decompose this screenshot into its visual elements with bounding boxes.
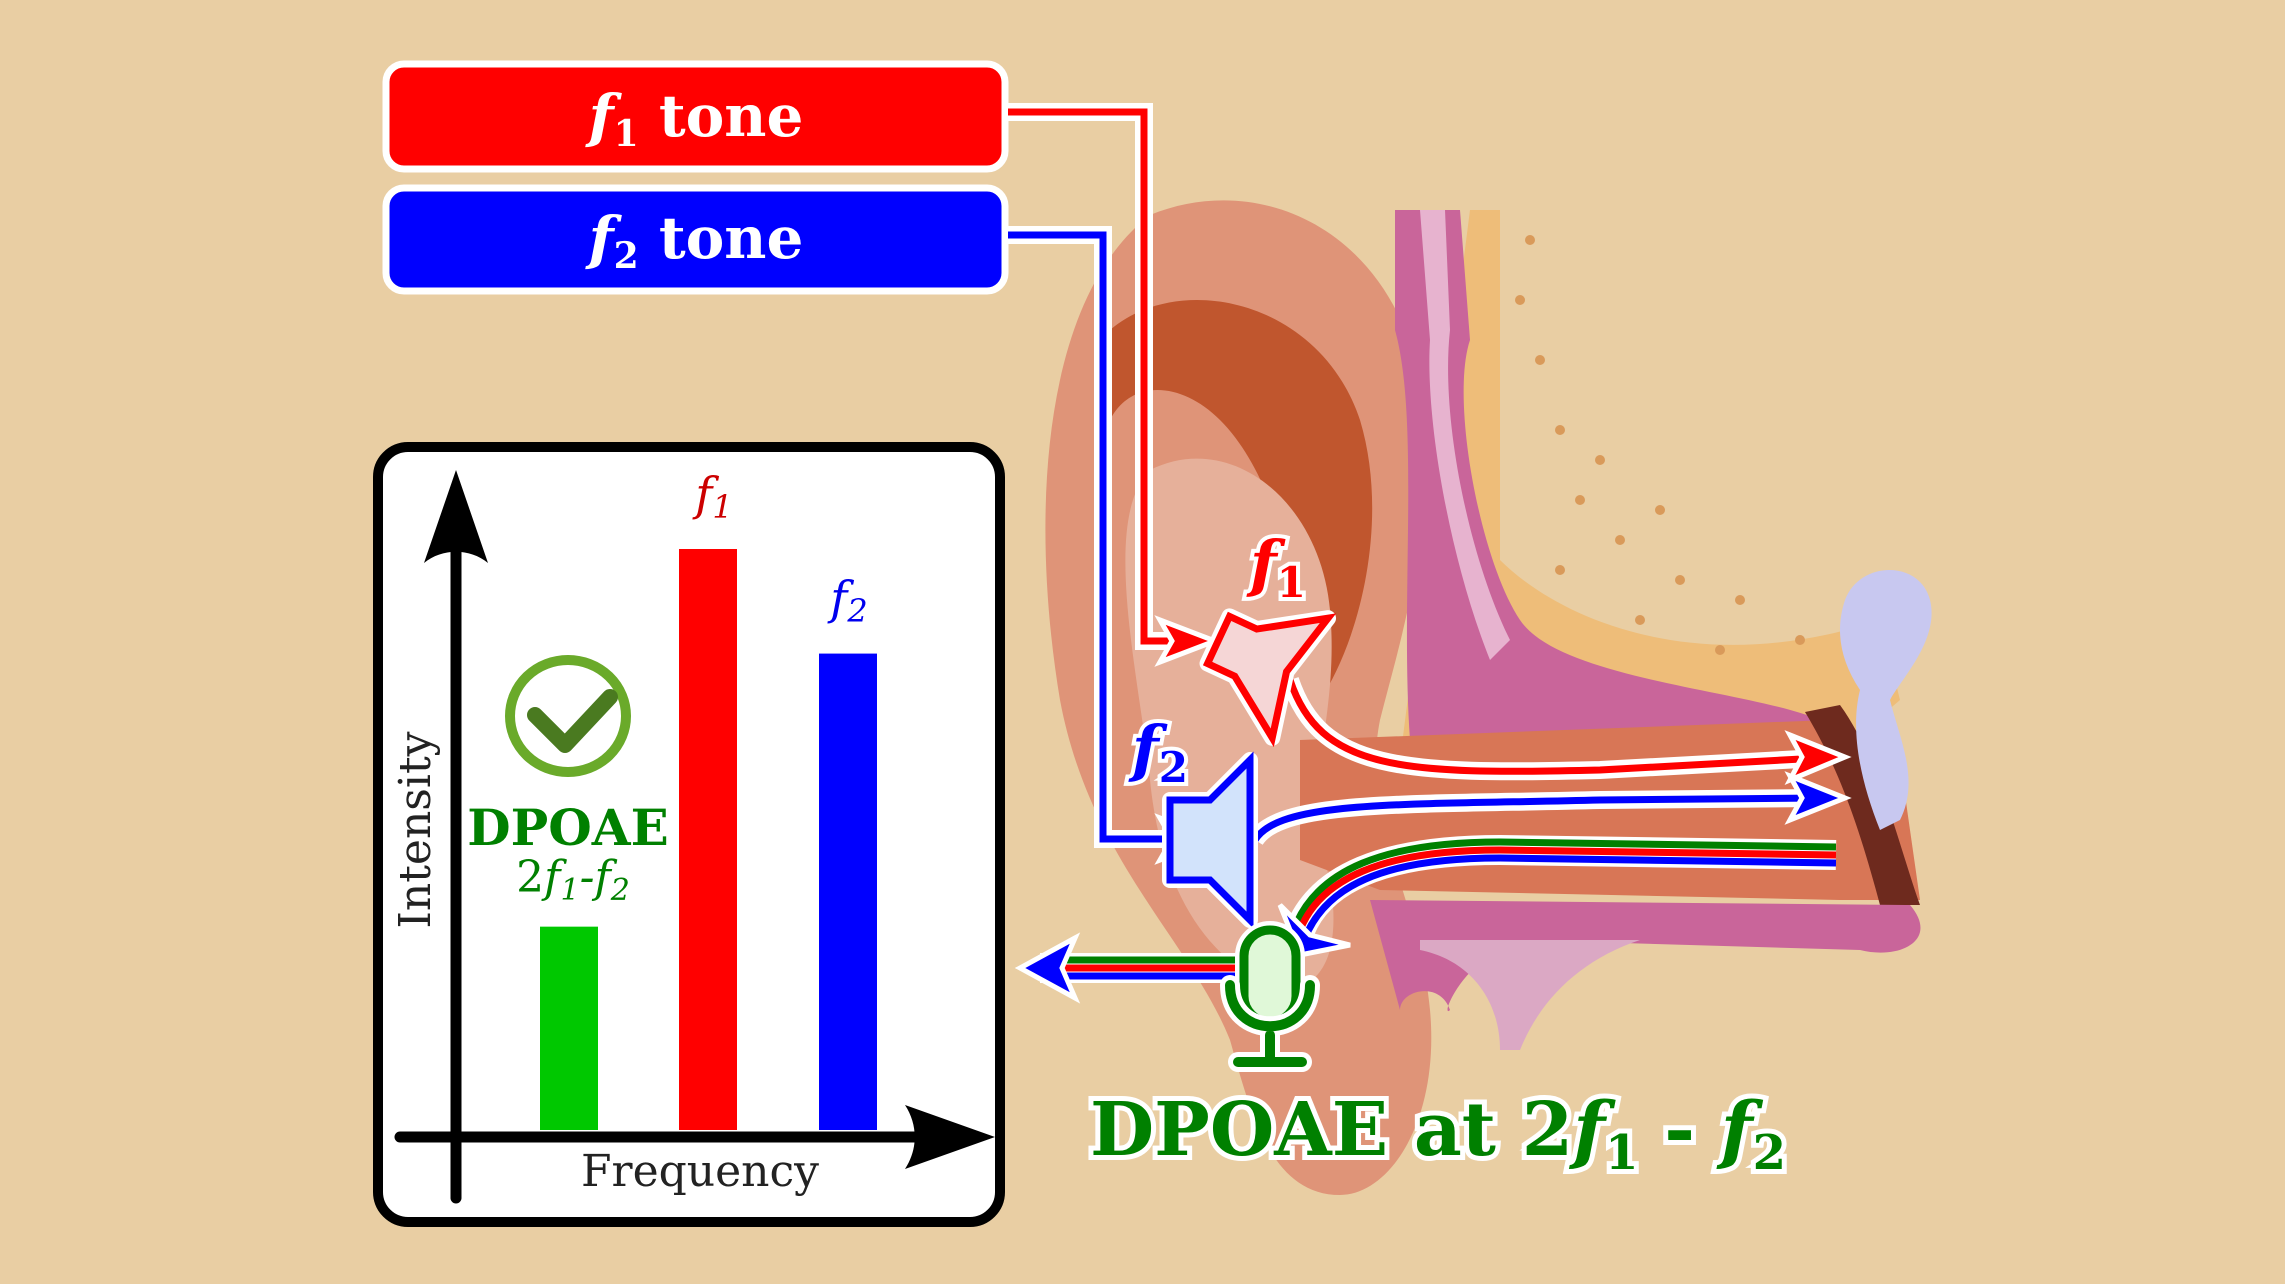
skin-highlight — [1420, 210, 1510, 660]
y-axis-arrowhead — [424, 470, 488, 563]
ear-f1-sub: 1 — [1277, 558, 1306, 607]
dpoae-f2-sub: 2 — [1753, 1125, 1786, 1181]
bar-label-dpoae: 2f1-f2 — [516, 852, 630, 908]
skin-layer — [1395, 210, 1830, 740]
f2-tone-label: tone — [659, 204, 804, 272]
bar-2f1-f2 — [540, 926, 598, 1130]
speaker-f2-icon — [1162, 751, 1258, 929]
dpoae-at-label: DPOAE at 2f1 - f2 — [1090, 1087, 1786, 1181]
ear-illustration — [1045, 200, 1932, 1195]
f1-sub: 1 — [614, 113, 639, 155]
bar-f1 — [679, 549, 737, 1130]
bar-f2 — [819, 653, 877, 1130]
lower-tissue — [1420, 940, 1640, 1050]
bar-label-f1: f1 — [692, 467, 732, 526]
f1-tone-box: f1 tone — [382, 60, 1009, 173]
arrow-f2-canal — [1784, 771, 1852, 825]
svg-text:f2 tone: f2 tone — [585, 204, 804, 277]
dpoae-annotation: DPOAE — [467, 798, 668, 857]
temporal-bone — [1400, 210, 1900, 760]
arrow-f1-in — [1154, 615, 1223, 667]
signal-paths — [1008, 103, 1837, 983]
f1-tone-label: tone — [659, 82, 804, 150]
y-axis-label: Intensity — [390, 731, 441, 928]
ear-f2-sub: 2 — [1159, 743, 1188, 792]
bar-label-f2: f2 — [827, 571, 867, 630]
dpoae-minus: - — [1639, 1087, 1721, 1173]
dpoae-f1-sub: 1 — [1605, 1125, 1638, 1181]
microphone-icon — [1220, 921, 1320, 1072]
lower-canal-wall — [1370, 900, 1921, 1012]
x-axis-arrowhead — [905, 1105, 995, 1169]
x-axis-label: Frequency — [581, 1146, 819, 1197]
dpoae-prefix: DPOAE at 2 — [1090, 1087, 1573, 1173]
arrow-output — [1014, 932, 1081, 1004]
f2-tone-box: f2 tone — [382, 184, 1009, 295]
speaker-f1-icon — [1199, 608, 1337, 748]
f2-sub: 2 — [614, 235, 639, 277]
ossicle — [1840, 570, 1932, 830]
svg-text:f1 tone: f1 tone — [585, 82, 804, 155]
bone-dots — [1515, 235, 1805, 655]
spectrum-chart: Frequency Intensity DPOAE 2f1-f2 f1 f2 — [373, 442, 1005, 1227]
checkmark-circle-icon — [505, 655, 631, 777]
